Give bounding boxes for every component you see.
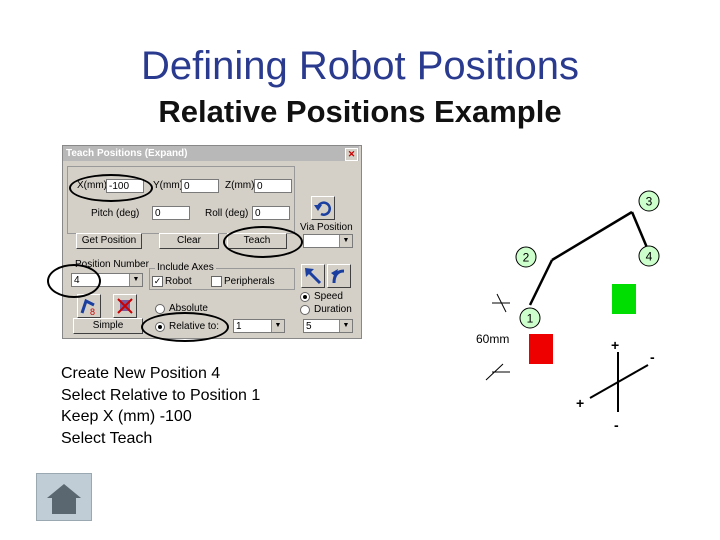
slide-title: Defining Robot Positions bbox=[140, 44, 580, 88]
via-position-select[interactable]: ▼ bbox=[303, 234, 353, 248]
z-field[interactable]: 0 bbox=[254, 179, 292, 193]
pitch-field[interactable]: 0 bbox=[152, 206, 190, 220]
axis-minus-bottom: - bbox=[614, 417, 619, 433]
speed-label: Speed bbox=[314, 291, 343, 302]
instruction-line: Keep X (mm) -100 bbox=[61, 408, 192, 425]
speed-radio[interactable] bbox=[300, 292, 310, 302]
slide-subtitle: Relative Positions Example bbox=[158, 94, 562, 129]
position-2-marker: 2 bbox=[515, 246, 537, 268]
x-field-highlight bbox=[69, 174, 153, 202]
pitch-label: Pitch (deg) bbox=[91, 208, 140, 219]
duration-radio[interactable] bbox=[300, 305, 310, 315]
position-number-highlight bbox=[47, 264, 101, 298]
y-field[interactable]: 0 bbox=[181, 179, 219, 193]
delete-position-button[interactable] bbox=[113, 294, 137, 318]
robot-move-button[interactable]: 8 bbox=[77, 294, 101, 318]
axis-minus-right: - bbox=[650, 349, 655, 365]
rotate-button[interactable] bbox=[327, 264, 351, 288]
robot-label: Robot bbox=[165, 276, 192, 287]
robot-checkbox[interactable]: ✓ bbox=[152, 276, 163, 287]
y-label: Y(mm) bbox=[153, 180, 183, 191]
z-label: Z(mm) bbox=[225, 180, 255, 191]
home-icon bbox=[47, 484, 81, 514]
teach-highlight bbox=[223, 226, 303, 258]
undo-arrow-icon bbox=[314, 201, 331, 216]
instructions: Create New Position 4 Select Relative to… bbox=[61, 363, 260, 449]
relative-to-highlight bbox=[141, 312, 229, 342]
position-3-label: 3 bbox=[646, 195, 653, 209]
home-button[interactable] bbox=[36, 473, 92, 521]
dimension-label: 60mm bbox=[476, 332, 509, 346]
rotate-arrow-icon bbox=[331, 269, 345, 284]
relative-to-select[interactable]: 1▼ bbox=[233, 319, 285, 333]
via-position-label: Via Position bbox=[300, 222, 353, 233]
via-position-button[interactable] bbox=[311, 196, 335, 220]
dimension-tick-bottom bbox=[485, 363, 504, 381]
position-3-marker: 3 bbox=[638, 190, 660, 212]
roll-label: Roll (deg) bbox=[205, 208, 249, 219]
position-4-label: 4 bbox=[646, 250, 653, 264]
position-2-label: 2 bbox=[523, 251, 530, 265]
no-entry-icon bbox=[117, 298, 133, 314]
dimension-tick-top bbox=[496, 293, 507, 313]
speed-value: 5 bbox=[306, 321, 312, 332]
dialog-title: Teach Positions (Expand) bbox=[63, 146, 359, 161]
roll-field[interactable]: 0 bbox=[252, 206, 290, 220]
instruction-line: Select Relative to Position 1 bbox=[61, 386, 261, 404]
instruction-line: Create New Position 4 bbox=[61, 365, 221, 382]
absolute-label: Absolute bbox=[169, 303, 208, 314]
move-up-left-button[interactable] bbox=[301, 264, 325, 288]
red-block bbox=[529, 334, 553, 364]
axis-plus-top: + bbox=[611, 337, 619, 353]
arrow-up-left-icon bbox=[305, 268, 322, 285]
robot-arm-icon: 8 bbox=[80, 298, 95, 317]
instruction-line: Select Teach bbox=[61, 429, 153, 447]
position-1-marker: 1 bbox=[519, 307, 541, 329]
close-icon[interactable]: ✕ bbox=[345, 148, 358, 161]
get-position-button[interactable]: Get Position bbox=[76, 233, 142, 249]
diagonal-axis bbox=[589, 364, 649, 399]
green-block bbox=[612, 284, 636, 314]
position-number-label: Position Number bbox=[75, 259, 149, 270]
duration-label: Duration bbox=[314, 304, 352, 315]
peripherals-label: Peripherals bbox=[224, 276, 275, 287]
path-2-to-3 bbox=[551, 210, 633, 262]
axis-plus-left: + bbox=[576, 395, 584, 411]
speed-select[interactable]: 5▼ bbox=[303, 319, 353, 333]
peripherals-checkbox[interactable] bbox=[211, 276, 222, 287]
svg-text:8: 8 bbox=[90, 307, 95, 317]
include-axes-group bbox=[149, 268, 295, 290]
position-4-marker: 4 bbox=[638, 245, 660, 267]
position-1-label: 1 bbox=[527, 312, 534, 326]
include-axes-label: Include Axes bbox=[155, 262, 216, 273]
path-1-to-2 bbox=[528, 259, 554, 306]
path-3-to-4 bbox=[630, 211, 650, 251]
relative-to-value: 1 bbox=[236, 321, 242, 332]
teach-positions-dialog: Teach Positions (Expand) ✕ X(mm) -100 Y(… bbox=[62, 145, 362, 342]
clear-button[interactable]: Clear bbox=[159, 233, 219, 249]
